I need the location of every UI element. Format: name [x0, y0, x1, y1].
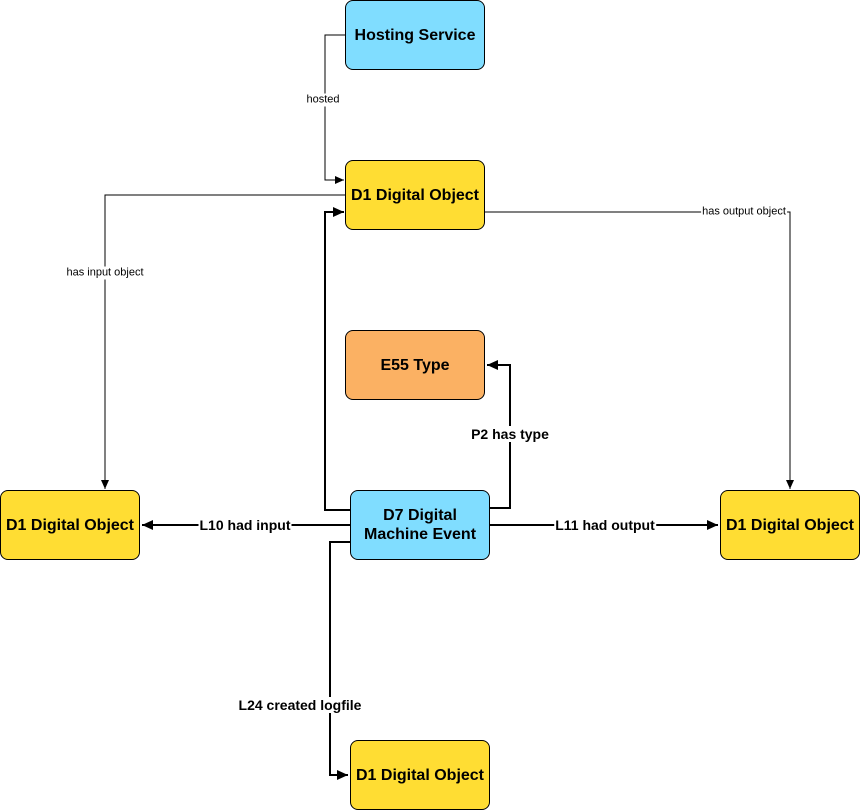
node-e55-type-label: E55 Type: [380, 356, 450, 374]
node-hosting-service-label: Hosting Service: [354, 26, 476, 44]
node-d7-digital-machine-event[interactable]: D7 Digital Machine Event: [350, 490, 490, 560]
edge-label-l11-had-output: L11 had output: [554, 517, 656, 533]
node-d1-top-label: D1 Digital Object: [350, 186, 480, 204]
node-d1-digital-object-bottom[interactable]: D1 Digital Object: [350, 740, 490, 810]
edge-label-l10-had-input: L10 had input: [198, 517, 292, 533]
edge-label-has-input-object: has input object: [65, 266, 145, 280]
node-d1-digital-object-left[interactable]: D1 Digital Object: [0, 490, 140, 560]
node-d1-digital-object-top[interactable]: D1 Digital Object: [345, 160, 485, 230]
node-e55-type[interactable]: E55 Type: [345, 330, 485, 400]
edge-event-to-top-object: [324, 207, 350, 511]
node-hosting-service[interactable]: Hosting Service: [345, 0, 485, 70]
edge-l24-created-logfile: [329, 541, 350, 780]
edge-label-hosted: hosted: [305, 93, 341, 107]
node-d1-right-label: D1 Digital Object: [725, 516, 855, 534]
edge-hosted: [324, 34, 345, 184]
edge-has-input-object: [101, 194, 345, 489]
edge-label-p2-has-type: P2 has type: [470, 426, 550, 442]
node-d1-left-label: D1 Digital Object: [5, 516, 135, 534]
edge-has-output-object: [485, 211, 794, 489]
node-d1-digital-object-right[interactable]: D1 Digital Object: [720, 490, 860, 560]
edge-label-l24-created-logfile: L24 created logfile: [237, 697, 363, 713]
node-d7-label: D7 Digital Machine Event: [363, 507, 477, 543]
node-d1-bottom-label: D1 Digital Object: [355, 766, 485, 784]
edge-label-has-output-object: has output object: [701, 205, 787, 219]
